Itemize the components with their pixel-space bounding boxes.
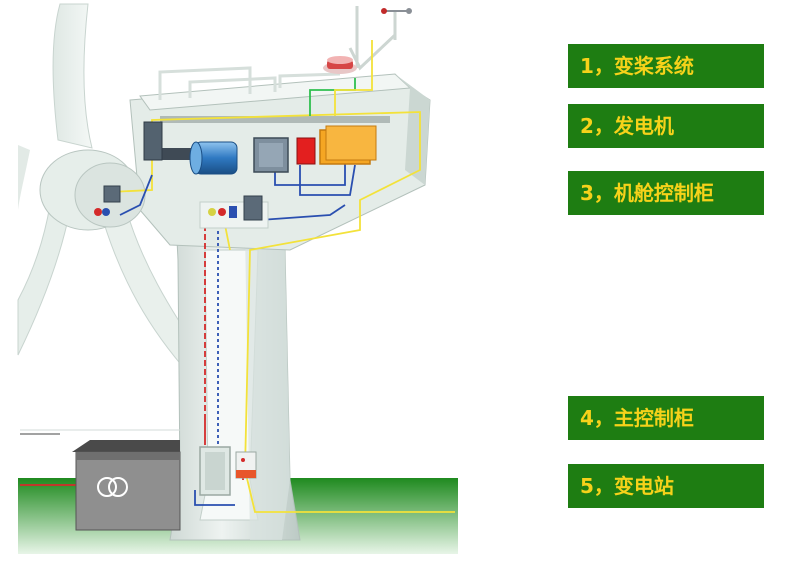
- label-nacelle-control-cabinet: 3，机舱控制柜: [568, 171, 764, 215]
- label-substation: 5，变电站: [568, 464, 764, 508]
- red-module: [296, 137, 316, 165]
- generator: [189, 141, 238, 175]
- warning-light-icon: [323, 56, 357, 74]
- pitch-system: [94, 185, 121, 216]
- tower-side: [245, 160, 425, 540]
- sensor-mast: [323, 6, 412, 74]
- lower-nacelle-components: [199, 195, 269, 229]
- nacelle-junction-box: [143, 121, 163, 161]
- label-pitch-system: 1，变桨系统: [568, 44, 764, 88]
- substation: [72, 440, 181, 531]
- label-generator: 2，发电机: [568, 104, 764, 148]
- nacelle-control-cabinet: [319, 125, 377, 165]
- anemometer-icon: [381, 8, 412, 14]
- label-main-control-cabinet: 4，主控制柜: [568, 396, 764, 440]
- main-control-cabinet: [199, 446, 257, 496]
- transformer-icon: [97, 477, 128, 497]
